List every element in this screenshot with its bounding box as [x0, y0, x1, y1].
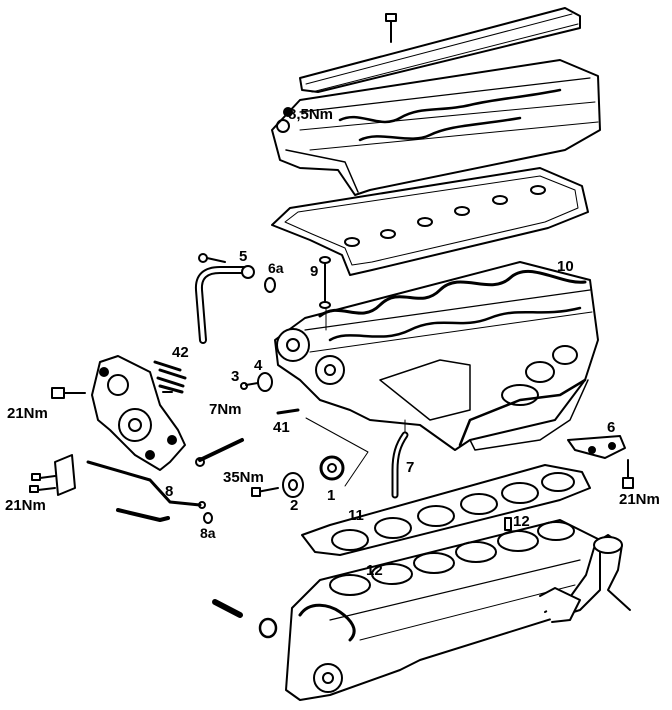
hose-7	[391, 431, 409, 499]
bracket-6	[567, 435, 626, 459]
part-label-2: 2	[290, 497, 299, 514]
torque-label-21nm-lower-left: 21Nm	[5, 497, 46, 514]
engine-block	[285, 519, 601, 701]
part-label-1: 1	[327, 487, 336, 504]
sprocket-bearing-2	[282, 472, 304, 498]
bracket-lower-left	[29, 454, 76, 496]
timing-cover	[91, 355, 186, 471]
cover-plate	[299, 7, 581, 93]
part-label-6a: 6a	[268, 260, 284, 276]
torque-label-7nm: 7Nm	[209, 401, 242, 418]
part-label-42: 42	[172, 344, 189, 361]
torque-label-35nm: 35Nm	[223, 469, 264, 486]
head-gasket-11	[301, 464, 591, 556]
part-label-12-lower: 12	[366, 562, 383, 579]
part-label-10: 10	[557, 258, 574, 275]
part-label-41: 41	[273, 419, 290, 436]
stud-41	[276, 408, 300, 415]
gear-1	[319, 455, 345, 481]
bolt-21nm-left	[51, 387, 86, 399]
part-label-7: 7	[406, 459, 415, 476]
dowel-12-right	[504, 517, 512, 531]
guide-rail-8	[86, 460, 206, 522]
plug-bolt-lower-left	[212, 599, 278, 639]
oil-pipe	[195, 438, 244, 467]
torque-label-21nm-left: 21Nm	[7, 405, 48, 422]
part-label-11: 11	[348, 507, 364, 524]
part-label-3: 3	[231, 368, 240, 385]
bolt-21nm-right	[622, 459, 634, 489]
torque-label-8-5nm: 8,5Nm	[288, 106, 334, 123]
part-label-5: 5	[239, 248, 248, 265]
seal-4	[257, 372, 273, 392]
o-ring-6a	[264, 277, 276, 293]
guide-lines	[305, 307, 406, 487]
cover-bolt	[385, 13, 397, 43]
part-label-4: 4	[254, 357, 263, 374]
cylinder-head	[274, 261, 599, 451]
part-label-6: 6	[607, 419, 616, 436]
part-label-8: 8	[165, 483, 174, 500]
valve-cover	[271, 59, 601, 196]
part-label-8a: 8a	[200, 525, 216, 541]
part-label-9: 9	[310, 263, 319, 280]
bolt-35nm	[251, 487, 279, 497]
part-label-12-right: 12	[513, 513, 530, 530]
torque-label-21nm-right: 21Nm	[619, 491, 660, 508]
o-ring-8a	[203, 512, 213, 524]
breather-hose-5	[194, 253, 255, 344]
oil-filter-housing	[539, 534, 631, 623]
cover-gasket	[271, 167, 589, 276]
bolt-3	[240, 382, 259, 390]
tensioner-42	[153, 360, 187, 394]
bolt-9	[319, 256, 331, 309]
